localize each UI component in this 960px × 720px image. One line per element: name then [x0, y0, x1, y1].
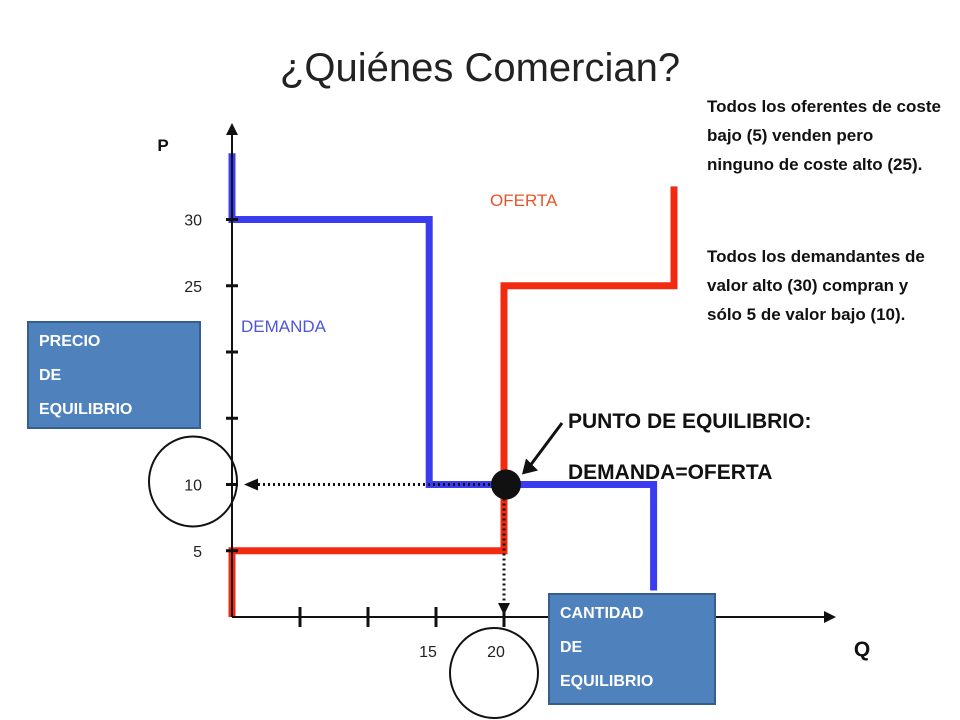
- series-oferta-line: [228, 186, 678, 617]
- note-demanders: Todos los demandantes de valor alto (30)…: [707, 247, 925, 324]
- x-axis-label: Q: [854, 638, 870, 661]
- quantity-guide-arrow: [498, 603, 510, 615]
- equilibrium-pointer-line: [526, 422, 564, 470]
- y-tick-label: 10: [184, 478, 202, 495]
- x-tick-label: 20: [487, 644, 505, 661]
- equilibrium-label-formula: DEMANDA=OFERTA: [568, 461, 773, 484]
- equilibrium-label-title: PUNTO DE EQUILIBRIO:: [568, 410, 812, 433]
- price-guide-arrow: [244, 478, 258, 491]
- equilibrium-point: [491, 469, 521, 500]
- y-axis-arrow: [226, 123, 238, 135]
- demand-series-label: DEMANDA: [241, 317, 327, 336]
- series-demanda-line: [228, 153, 658, 591]
- y-tick-label: 5: [193, 544, 202, 561]
- y-axis-label: P: [157, 136, 168, 155]
- quantity-equilibrium-box: CANTIDAD DE EQUILIBRIO: [548, 593, 716, 705]
- equilibrium-pointer-arrowhead: [522, 458, 538, 475]
- price-box-line: DE: [39, 367, 62, 384]
- quantity-highlight-circle: [449, 627, 539, 719]
- price-highlight-circle: [148, 435, 238, 528]
- price-box-line: PRECIO: [39, 333, 101, 350]
- note-suppliers: Todos los oferentes de coste bajo (5) ve…: [707, 97, 941, 174]
- y-tick-label: 30: [184, 213, 202, 230]
- x-axis-arrow: [824, 611, 836, 623]
- x-tick-label: 15: [419, 644, 437, 661]
- quantity-box-line: CANTIDAD: [560, 605, 644, 622]
- price-box-line: EQUILIBRIO: [39, 401, 133, 418]
- quantity-box-line: DE: [560, 639, 583, 656]
- quantity-box-line: EQUILIBRIO: [560, 673, 654, 690]
- slide-title: ¿Quiénes Comercian?: [279, 46, 681, 90]
- y-tick-label: 25: [184, 279, 202, 296]
- price-equilibrium-box: PRECIO DE EQUILIBRIO: [27, 321, 201, 429]
- supply-series-label: OFERTA: [490, 191, 558, 210]
